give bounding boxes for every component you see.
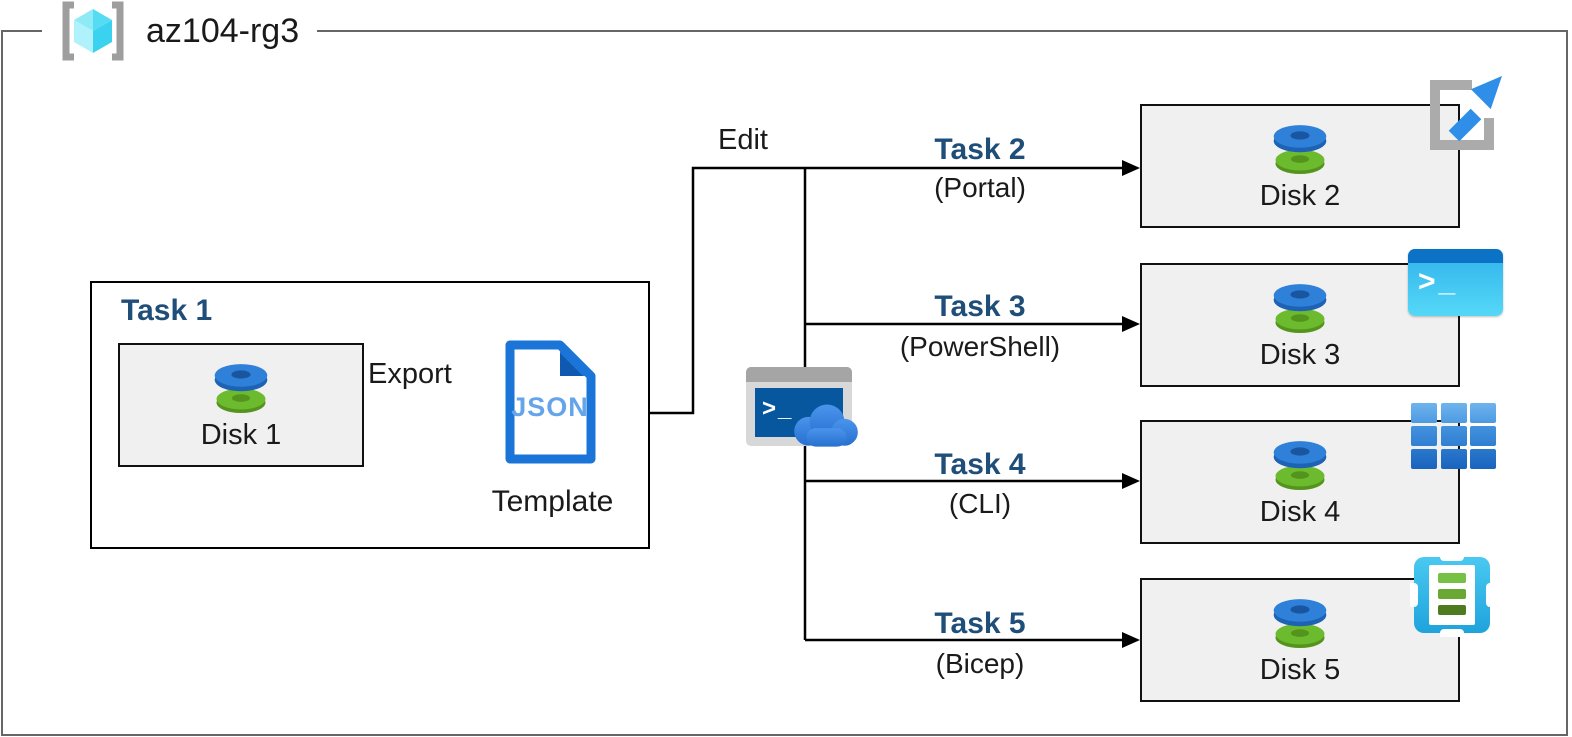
disk1-box: Disk 1 bbox=[118, 343, 364, 467]
task4-label: Task 4 bbox=[805, 448, 1155, 482]
task2-method: (Portal) bbox=[934, 172, 1026, 203]
cli-grid-square bbox=[1470, 449, 1496, 469]
json-badge-text: JSON bbox=[511, 392, 589, 422]
resource-group-name: az104-rg3 bbox=[146, 11, 300, 50]
task3-title: Task 3 bbox=[934, 290, 1026, 323]
disk-icon bbox=[1258, 280, 1342, 338]
task4-title: Task 4 bbox=[934, 448, 1026, 481]
disk3-label: Disk 3 bbox=[1259, 338, 1341, 371]
task2-title: Task 2 bbox=[934, 133, 1026, 166]
task2-label: Task 2 bbox=[805, 133, 1155, 167]
cloud-shell-icon: >_ bbox=[746, 367, 858, 447]
cli-grid-square bbox=[1470, 403, 1496, 423]
json-file-icon bbox=[505, 340, 596, 464]
cli-grid-square bbox=[1411, 449, 1437, 469]
cli-grid-square bbox=[1411, 403, 1437, 423]
cloud-icon bbox=[794, 404, 858, 447]
cli-grid-square bbox=[1411, 426, 1437, 446]
export-label: Export bbox=[368, 358, 452, 390]
resource-group-icon bbox=[62, 1, 124, 61]
terminal-prompt: >_ bbox=[762, 395, 794, 422]
task3-label: Task 3 bbox=[805, 290, 1155, 324]
disk5-box: Disk 5 bbox=[1140, 578, 1460, 702]
terminal-titlebar bbox=[746, 367, 852, 382]
resource-group-label: az104-rg3 bbox=[42, 0, 318, 62]
cli-grid-square bbox=[1470, 426, 1496, 446]
disk3-box: Disk 3 bbox=[1140, 263, 1460, 387]
powershell-titlebar bbox=[1408, 249, 1503, 263]
powershell-icon: >_ bbox=[1408, 249, 1503, 316]
azure-cli-icon bbox=[1411, 403, 1497, 469]
cli-grid-square bbox=[1440, 449, 1467, 469]
azure-portal-icon bbox=[1430, 76, 1502, 150]
task3-method: (PowerShell) bbox=[899, 331, 1061, 362]
task1-title: Task 1 bbox=[121, 294, 213, 327]
disk1-label: Disk 1 bbox=[200, 418, 282, 451]
disk5-label: Disk 5 bbox=[1259, 653, 1341, 686]
task5-method: (Bicep) bbox=[935, 648, 1025, 679]
cli-grid-square bbox=[1440, 426, 1467, 446]
disk-icon bbox=[1258, 121, 1342, 179]
bicep-template-icon bbox=[1410, 553, 1494, 637]
task5-label: Task 5 bbox=[805, 607, 1155, 641]
task5-title: Task 5 bbox=[934, 607, 1026, 640]
disk4-label: Disk 4 bbox=[1259, 495, 1341, 528]
resource-group-border bbox=[1, 30, 1568, 736]
disk2-box: Disk 2 bbox=[1140, 104, 1460, 228]
disk-icon bbox=[1258, 437, 1342, 495]
edit-label: Edit bbox=[718, 124, 768, 156]
task4-method: (CLI) bbox=[948, 488, 1012, 519]
powershell-prompt: >_ bbox=[1418, 265, 1459, 298]
disk4-box: Disk 4 bbox=[1140, 420, 1460, 544]
disk2-label: Disk 2 bbox=[1259, 179, 1341, 212]
disk-icon bbox=[1258, 595, 1342, 653]
disk-icon bbox=[199, 360, 283, 418]
template-label: Template bbox=[491, 485, 614, 518]
cli-grid-square bbox=[1440, 403, 1467, 423]
